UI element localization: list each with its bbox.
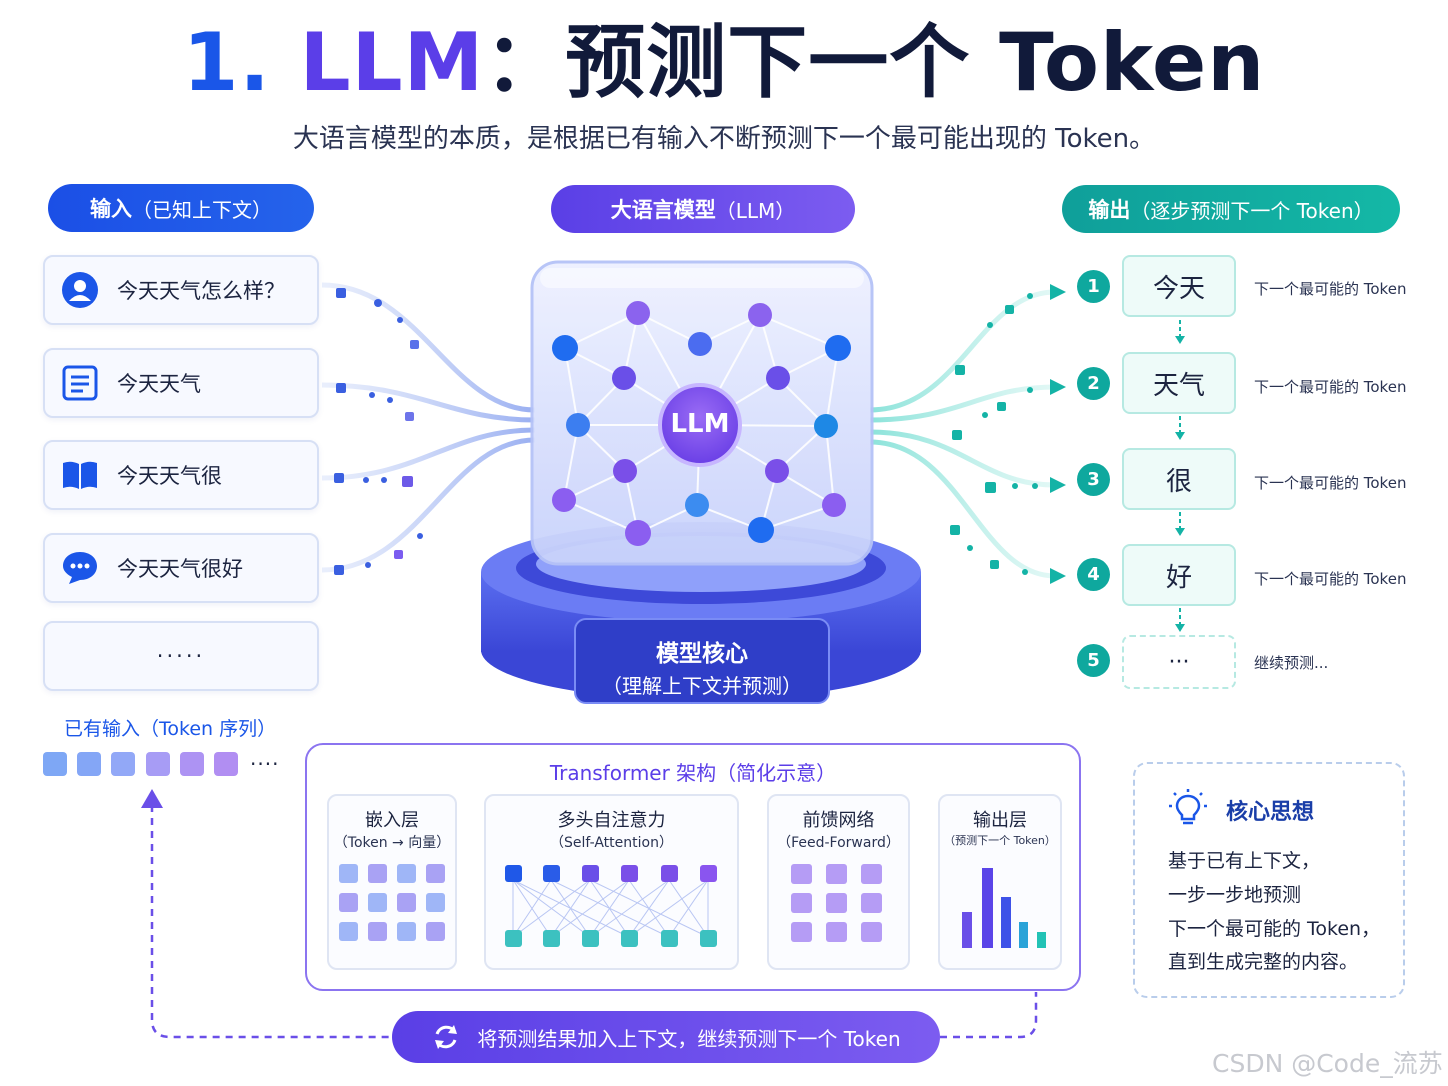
- input-pill-sub: （已知上下文）: [132, 197, 272, 222]
- output-flow-dots: [950, 293, 1038, 575]
- step-number: 1: [1077, 270, 1110, 303]
- feedforward-title: 前馈网络: [802, 810, 875, 831]
- model-core-subtitle: （理解上下文并预测）: [602, 674, 802, 698]
- output-arrows: [1050, 284, 1066, 584]
- input-ellipsis: ·····: [156, 644, 206, 668]
- output-token: 今天: [1122, 255, 1236, 317]
- output-token: 好: [1122, 544, 1236, 606]
- output-flow-lines: [869, 289, 1056, 579]
- feedforward-block: 前馈网络 （Feed-Forward）: [767, 794, 910, 970]
- input-card: 今天天气很好: [43, 533, 319, 603]
- output-section-pill: 输出（逐步预测下一个 Token）: [1062, 185, 1400, 233]
- known-token-squares: [43, 752, 238, 776]
- output-layer-subtitle: （预测下一个 Token）: [944, 834, 1056, 847]
- llm-core-label: LLM: [670, 409, 730, 439]
- embedding-title: 嵌入层: [365, 810, 419, 831]
- embedding-subtitle: （Token → 向量）: [333, 835, 451, 851]
- output-label: 下一个最可能的 Token: [1254, 570, 1407, 588]
- output-down-arrows: [1175, 320, 1185, 632]
- book-icon: [61, 456, 99, 494]
- chat-icon: [61, 549, 99, 587]
- llm-pill-sub: （LLM）: [715, 198, 796, 223]
- page-title: 1. LLM：预测下一个 Token: [0, 18, 1448, 108]
- input-text: 今天天气怎么样？: [117, 279, 285, 303]
- step-number: 3: [1077, 463, 1110, 496]
- llm-section-pill: 大语言模型（LLM）: [551, 185, 855, 233]
- output-token: 很: [1122, 448, 1236, 510]
- input-section-pill: 输入（已知上下文）: [48, 184, 314, 232]
- core-idea-line: 基于已有上下文，: [1168, 850, 1321, 872]
- model-core-panel: [574, 618, 830, 704]
- feedback-loop-pill: 将预测结果加入上下文，继续预测下一个 Token: [392, 1011, 940, 1063]
- title-number: 1.: [182, 16, 271, 109]
- user-icon: [61, 271, 99, 309]
- input-flow-lines: [321, 282, 536, 573]
- feedforward-subtitle: （Feed-Forward）: [777, 835, 900, 851]
- embedding-block: 嵌入层 （Token → 向量）: [327, 794, 457, 970]
- loop-arrow-up: [141, 789, 163, 808]
- input-text: 今天天气: [117, 372, 201, 396]
- title-llm: LLM: [299, 16, 485, 109]
- input-text: 今天天气很: [117, 464, 222, 488]
- input-card: 今天天气怎么样？: [43, 255, 319, 325]
- output-label: 下一个最可能的 Token: [1254, 378, 1407, 396]
- llm-pill-main: 大语言模型: [610, 198, 716, 222]
- core-idea-title: 核心思想: [1226, 800, 1315, 825]
- refresh-icon: [431, 1022, 461, 1052]
- model-core-title: 模型核心: [656, 641, 748, 667]
- input-pill-main: 输入: [90, 197, 132, 221]
- document-icon: [61, 364, 99, 402]
- input-card-more: ·····: [43, 621, 319, 691]
- attention-subtitle: （Self-Attention）: [550, 835, 673, 851]
- output-label: 继续预测...: [1254, 654, 1329, 672]
- input-card: 今天天气很: [43, 440, 319, 510]
- network-nodes: [552, 301, 851, 546]
- attention-title: 多头自注意力: [557, 810, 666, 831]
- step-number: 5: [1077, 644, 1110, 677]
- output-pill-sub: （逐步预测下一个 Token）: [1130, 198, 1374, 223]
- output-pill-main: 输出: [1088, 198, 1131, 222]
- feedback-loop-path: [150, 805, 1038, 1039]
- output-token: 天气: [1122, 352, 1236, 414]
- input-flow-dots: [334, 288, 423, 575]
- known-input-label: 已有输入（Token 序列）: [64, 718, 277, 740]
- output-layer-block: 输出层 （预测下一个 Token）: [938, 794, 1062, 970]
- output-layer-title: 输出层: [973, 810, 1027, 831]
- core-idea-line: 一步一步地预测: [1168, 884, 1302, 906]
- output-label: 下一个最可能的 Token: [1254, 474, 1407, 492]
- output-label: 下一个最可能的 Token: [1254, 280, 1407, 298]
- transformer-title: Transformer 架构（简化示意）: [549, 761, 837, 785]
- watermark: CSDN @Code_流苏: [1212, 1049, 1443, 1078]
- known-ellipsis: ····: [250, 752, 280, 776]
- core-idea-line: 下一个最可能的 Token，: [1168, 918, 1381, 940]
- step-number: 2: [1077, 367, 1110, 400]
- core-idea-line: 直到生成完整的内容。: [1168, 951, 1359, 973]
- input-text: 今天天气很好: [117, 557, 243, 581]
- input-card: 今天天气: [43, 348, 319, 418]
- title-rest: ：预测下一个 Token: [484, 16, 1266, 109]
- page-subtitle: 大语言模型的本质，是根据已有输入不断预测下一个最可能出现的 Token。: [292, 124, 1156, 154]
- step-number: 4: [1077, 558, 1110, 591]
- attention-block: 多头自注意力 （Self-Attention）: [484, 794, 739, 970]
- lightbulb-icon: [1168, 788, 1208, 832]
- output-token-pending: ···: [1122, 635, 1236, 689]
- feedback-loop-text: 将预测结果加入上下文，继续预测下一个 Token: [477, 1026, 901, 1051]
